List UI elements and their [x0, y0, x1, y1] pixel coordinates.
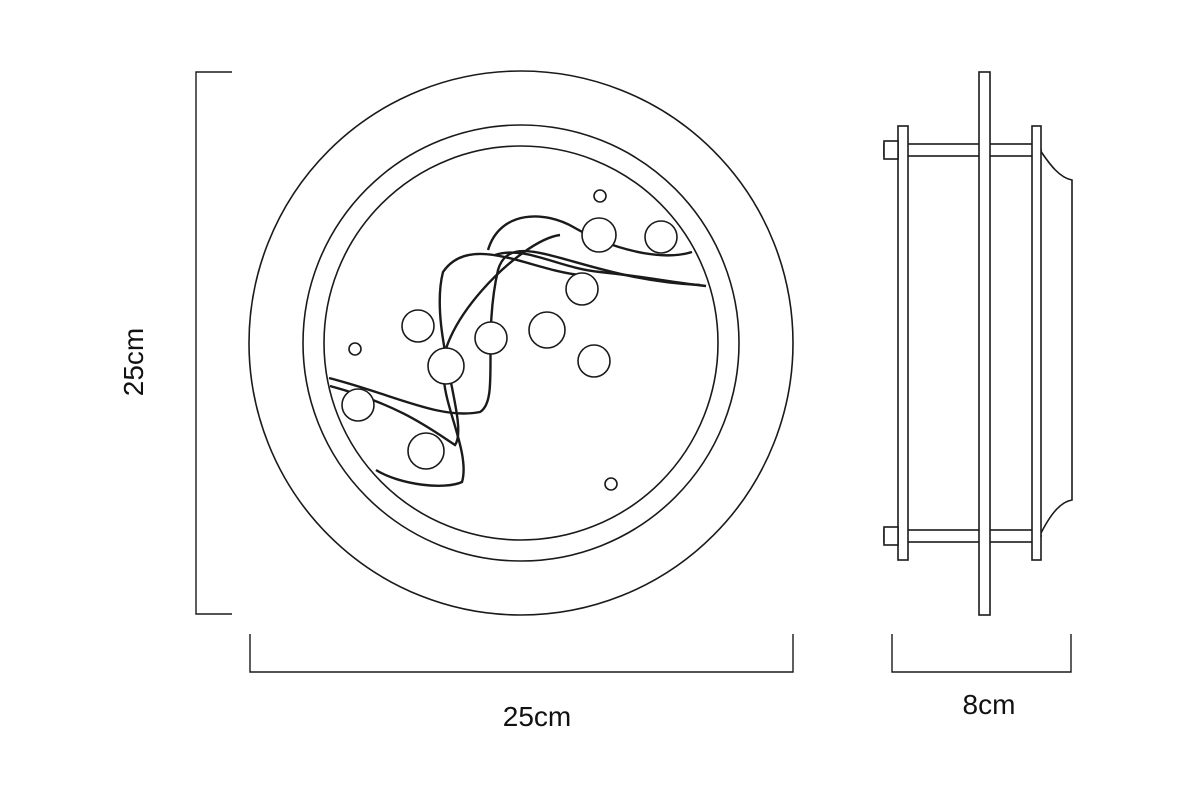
- bubble: [528, 311, 566, 349]
- bubble: [341, 388, 375, 422]
- width-dimension-line: [249, 634, 794, 673]
- dimension-lines: [195, 71, 1072, 673]
- top-rod-cap: [883, 140, 899, 160]
- canopy-profile: [1039, 149, 1073, 536]
- inner-glass-disc: [323, 145, 719, 541]
- height-dimension-line: [195, 71, 232, 615]
- bubble: [577, 344, 611, 378]
- front-plate: [897, 125, 909, 561]
- middle-ring: [302, 124, 740, 562]
- bubble: [407, 432, 445, 470]
- bubble: [401, 309, 435, 343]
- width-label: 25cm: [503, 701, 571, 732]
- bubble: [593, 189, 607, 203]
- depth-label: 8cm: [963, 689, 1016, 720]
- bubble: [474, 321, 508, 355]
- height-label: 25cm: [118, 328, 149, 396]
- bubble: [644, 220, 678, 254]
- wire-strand-4: [486, 215, 693, 257]
- bubbles: [341, 189, 678, 491]
- bubble: [565, 272, 599, 306]
- bottom-rod-cap: [883, 526, 899, 546]
- bubble: [427, 347, 465, 385]
- center-plate: [978, 71, 991, 616]
- outer-ring: [248, 70, 794, 616]
- bubble: [348, 342, 362, 356]
- bubble: [581, 217, 617, 253]
- wire-strand-3: [375, 233, 561, 487]
- wire-strand-1: [328, 249, 701, 415]
- bubble: [604, 477, 618, 491]
- side-view: [883, 71, 1073, 616]
- wire-strand-5: [494, 251, 707, 288]
- front-view: [248, 70, 794, 616]
- depth-dimension-line: [891, 634, 1072, 673]
- back-plate: [1031, 125, 1042, 561]
